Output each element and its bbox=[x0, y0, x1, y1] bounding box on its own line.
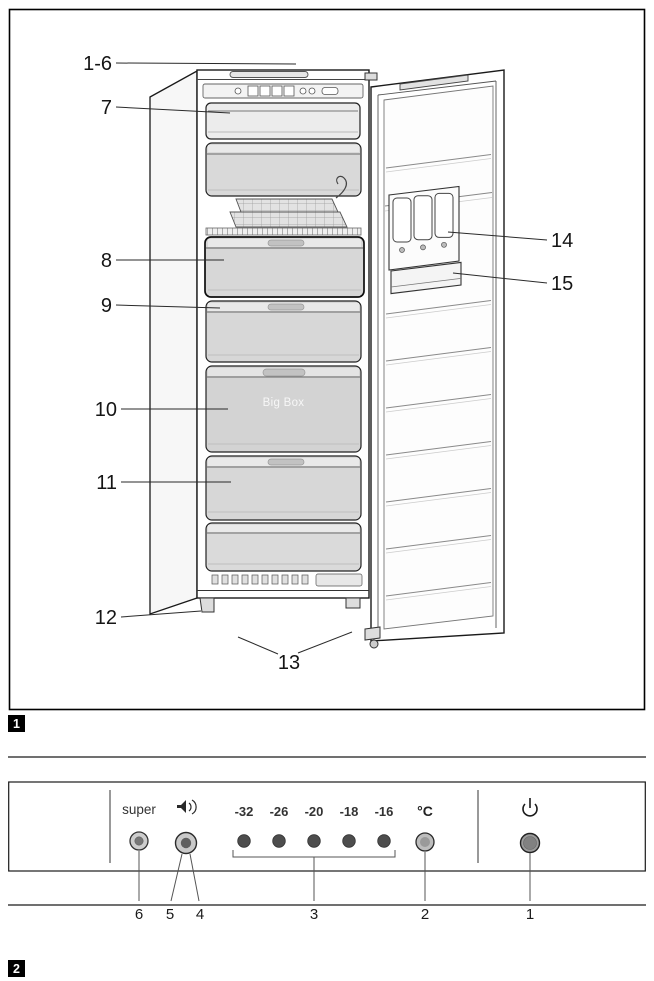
temp-dot-3 bbox=[307, 834, 321, 848]
callout-label-15: 15 bbox=[551, 273, 573, 295]
big-box-drawer: Big Box bbox=[205, 365, 362, 453]
callout-line-9 bbox=[115, 304, 221, 309]
temperature-scale: -32 -26 -20 -18 -16 bbox=[232, 804, 396, 858]
ice-tray-drawer bbox=[390, 261, 462, 295]
callout-label-alarm-inner: 5 bbox=[166, 906, 174, 923]
callout-line-alarm-inner bbox=[170, 853, 183, 902]
celsius-button bbox=[415, 832, 435, 852]
callout-line-alarm-ring bbox=[189, 853, 200, 902]
temp-dot-4 bbox=[342, 834, 356, 848]
power-button bbox=[519, 832, 541, 854]
temp-dot-2 bbox=[272, 834, 286, 848]
callout-label-7: 7 bbox=[101, 97, 112, 119]
cabinet-top-handle-recess bbox=[229, 71, 309, 78]
callout-line-13a bbox=[237, 636, 279, 655]
twist-unit-3 bbox=[434, 192, 454, 238]
left-foot bbox=[199, 597, 215, 613]
callout-label-controls: 1-6 bbox=[83, 53, 112, 75]
power-icon bbox=[522, 798, 538, 817]
drawer-8 bbox=[204, 236, 365, 298]
callout-label-temps: 3 bbox=[310, 906, 318, 923]
cabinet-feet bbox=[199, 597, 361, 613]
figure2-callout-labels: 6 5 4 3 2 1 bbox=[135, 906, 534, 923]
drawer-9 bbox=[205, 300, 362, 363]
door-foot bbox=[369, 639, 379, 649]
ice-twister-module bbox=[384, 185, 493, 295]
callout-label-14: 14 bbox=[551, 230, 573, 252]
super-button bbox=[129, 831, 149, 851]
temp-label-16: -16 bbox=[375, 804, 394, 819]
callout-label-power: 1 bbox=[526, 906, 534, 923]
right-foot bbox=[345, 597, 361, 609]
temp-label-18: -18 bbox=[340, 804, 359, 819]
figure2-marker-number: 2 bbox=[13, 962, 20, 976]
figure2-callout-lines bbox=[138, 851, 531, 902]
callout-label-8: 8 bbox=[101, 250, 112, 272]
door-shelf-ridges bbox=[385, 154, 492, 601]
door-handle-recess bbox=[399, 74, 469, 91]
callout-label-10: 10 bbox=[95, 399, 117, 421]
base-vent-grille bbox=[211, 573, 363, 587]
callout-label-11: 11 bbox=[96, 472, 117, 494]
figure1-marker-number: 1 bbox=[13, 717, 20, 731]
figure1-callouts bbox=[115, 62, 548, 655]
twist-unit-2 bbox=[413, 195, 433, 241]
cabinet-control-strip bbox=[202, 83, 364, 99]
callout-line-15 bbox=[452, 272, 548, 284]
door-hinges bbox=[364, 72, 381, 649]
big-box-label: Big Box bbox=[263, 397, 305, 409]
temp-dot-1 bbox=[237, 834, 251, 848]
callout-label-super: 6 bbox=[135, 906, 143, 923]
callout-label-alarm-ring: 4 bbox=[196, 906, 204, 923]
temp-dot-5 bbox=[377, 834, 391, 848]
drawer-11 bbox=[205, 455, 362, 521]
callout-label-celsius: 2 bbox=[421, 906, 429, 923]
twist-unit-1 bbox=[392, 197, 412, 243]
callout-label-12: 12 bbox=[95, 607, 117, 629]
callout-line-12 bbox=[120, 610, 202, 618]
super-label: super bbox=[122, 802, 156, 817]
temp-label-26: -26 bbox=[270, 804, 289, 819]
cabinet-side-panel bbox=[149, 69, 198, 615]
celsius-label: °C bbox=[417, 803, 433, 819]
callout-line-controls bbox=[115, 62, 297, 65]
callout-label-13: 13 bbox=[278, 652, 300, 674]
alarm-off-icon bbox=[177, 799, 197, 815]
callout-line-7 bbox=[115, 106, 231, 114]
panel-band bbox=[8, 781, 646, 872]
figure1-marker: 1 bbox=[8, 715, 25, 732]
figure1-callout-labels: 1-6 7 8 9 10 11 12 13 14 15 bbox=[83, 53, 573, 674]
temp-label-32: -32 bbox=[235, 804, 254, 819]
upper-small-drawer bbox=[205, 142, 362, 197]
control-panel-figure: super -32 -26 -20 -18 -16 °C bbox=[8, 756, 646, 923]
ice-tray-back bbox=[235, 198, 339, 213]
figure2-marker: 2 bbox=[8, 960, 25, 977]
top-hinge bbox=[364, 72, 378, 81]
temp-label-20: -20 bbox=[305, 804, 324, 819]
ice-cube-tray-shelf bbox=[205, 175, 362, 236]
alarm-button-inner bbox=[180, 837, 192, 849]
callout-line-13b bbox=[297, 631, 353, 654]
callout-label-9: 9 bbox=[101, 295, 112, 317]
top-flap-compartment bbox=[205, 102, 361, 140]
wire-shelf-front bbox=[205, 227, 362, 236]
bottom-drawer bbox=[205, 522, 362, 572]
callout-line-14 bbox=[447, 231, 548, 241]
ice-tray-front bbox=[229, 211, 348, 228]
freezer-door bbox=[364, 69, 505, 649]
control-strip-icons bbox=[234, 85, 339, 97]
bottom-hinge bbox=[364, 626, 381, 641]
alarm-button bbox=[174, 831, 198, 855]
freezer-drawers: Big Box bbox=[197, 102, 369, 613]
